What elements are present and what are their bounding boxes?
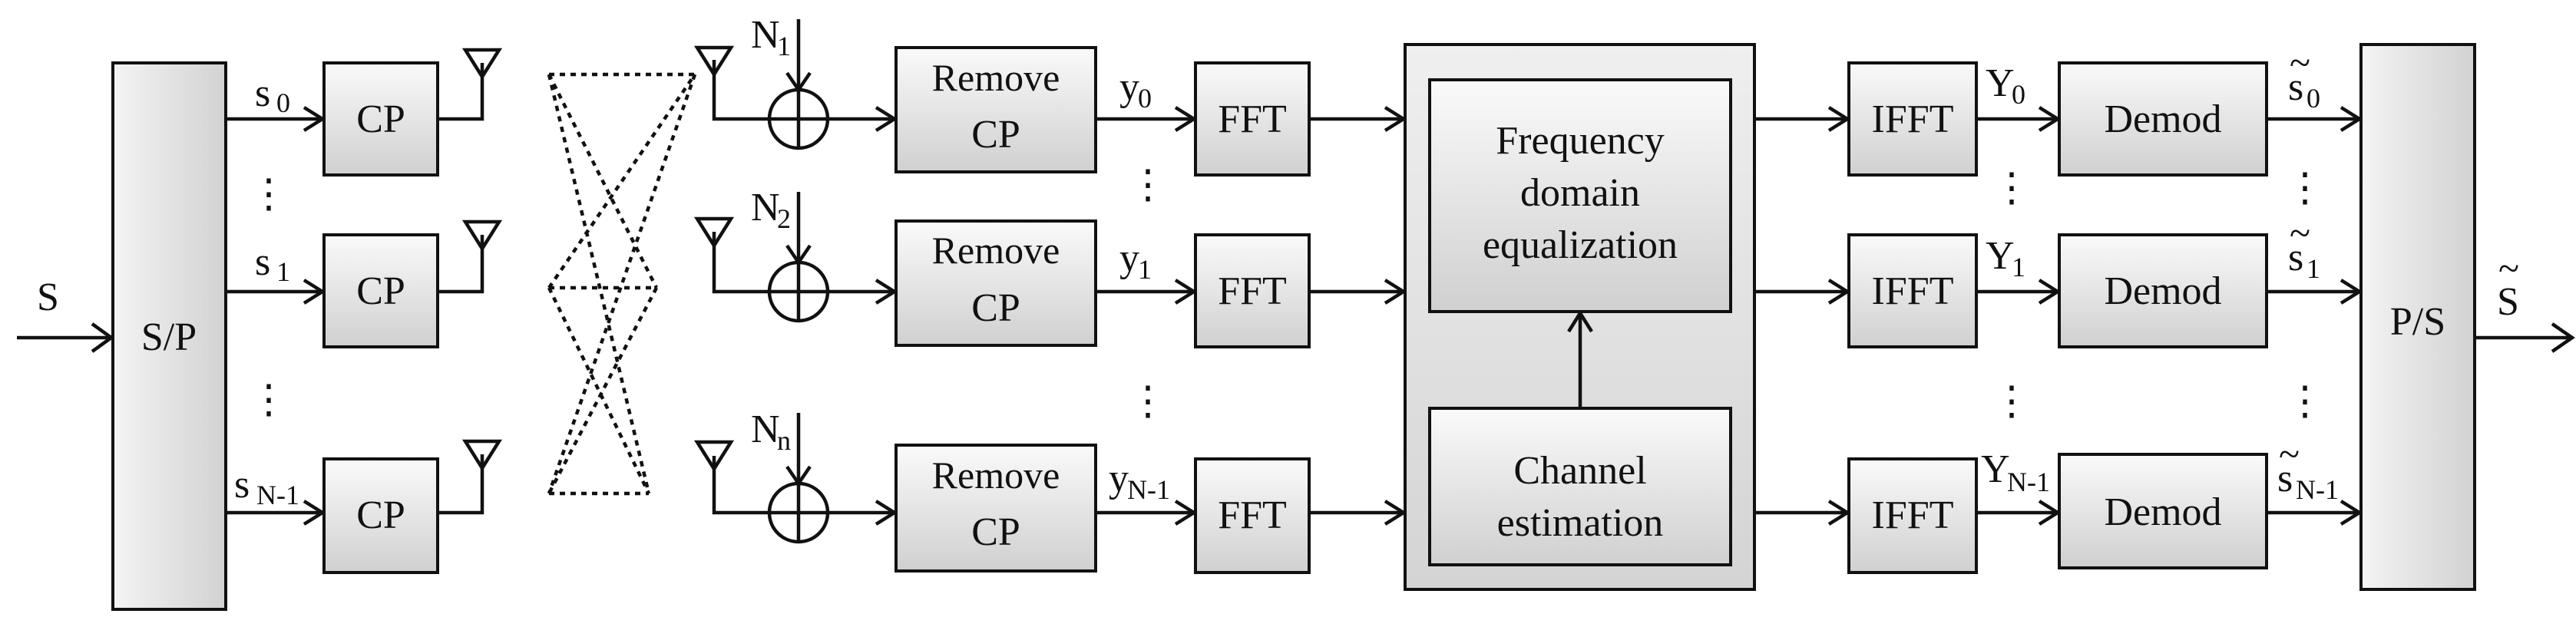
noise-label-0: N [751, 13, 780, 57]
out-s-tilde-2: ~ [2279, 432, 2300, 475]
ifft-block-0: IFFT [1872, 97, 1954, 141]
remove-cp-1-line1: Remove [932, 229, 1060, 272]
out-s-index-0: 0 [2306, 83, 2320, 114]
noise-index-2: n [777, 425, 791, 456]
sp-block: S/P [111, 61, 227, 611]
out-Y-index-0: 0 [2012, 79, 2025, 110]
out-Y-index-2: N-1 [2007, 467, 2050, 497]
tx-branch-0: s 0 CP [226, 48, 503, 177]
out-Y-ellipsis-bottom: ⋮ [1992, 380, 2032, 424]
ifft-block-1: IFFT [1872, 269, 1954, 313]
cp-block-1: CP [356, 269, 405, 313]
rx-y-2: y [1109, 457, 1129, 500]
cp-block-0: CP [356, 97, 405, 141]
out-branch-0: IFFT Y 0 Demod s 0 ~ [1754, 41, 2363, 177]
cp-block-2: CP [356, 493, 405, 537]
mimo-channel [547, 72, 697, 496]
tx-symbol-index-0: 0 [276, 87, 290, 118]
tx-symbol-index-1: 1 [276, 256, 290, 287]
remove-cp-2-line2: CP [971, 510, 1020, 554]
input-signal: S [17, 276, 114, 353]
tx-branch-1: s 1 CP [226, 219, 503, 348]
fde-line2: domain [1520, 171, 1640, 215]
ps-block: P/S [2359, 43, 2476, 591]
noise-label-2: N [751, 408, 780, 451]
equalizer-panel: Frequency domain equalization Channel es… [1404, 43, 1756, 591]
out-s-tilde-0: ~ [2290, 41, 2310, 84]
remove-cp-0-line1: Remove [932, 56, 1060, 99]
remove-cp-1-line2: CP [971, 286, 1020, 330]
demod-block-2: Demod [2104, 490, 2221, 534]
out-branch-1: IFFT Y 1 Demod s 1 ~ [1754, 211, 2363, 348]
rx-ellipsis-bottom: ⋮ [1128, 380, 1168, 424]
remove-cp-2-line1: Remove [932, 454, 1060, 497]
rx-y-index-0: 0 [1138, 83, 1152, 114]
input-signal-label: S [37, 276, 59, 319]
noise-label-1: N [751, 186, 780, 229]
tx-symbol-2: s [234, 463, 250, 507]
demod-block-0: Demod [2104, 97, 2221, 141]
tx-ellipsis-top: ⋮ [249, 173, 289, 216]
output-signal-tilde: ~ [2498, 246, 2519, 289]
fft-block-2: FFT [1218, 493, 1287, 537]
rx-branch-n-1: N n Remove CP y N-1 FFT [693, 408, 1407, 574]
fft-block-0: FFT [1218, 97, 1287, 141]
rx-y-0: y [1119, 65, 1139, 109]
ps-block-label: P/S [2390, 300, 2445, 344]
rx-branch-0: N 1 Remove CP y 0 FFT [693, 13, 1407, 177]
out-s-tilde-1: ~ [2290, 211, 2310, 254]
out-s-2: s [2277, 457, 2293, 500]
noise-index-0: 1 [777, 31, 791, 61]
channel-est-line1: Channel [1513, 449, 1646, 493]
out-Y-ellipsis-top: ⋮ [1992, 167, 2032, 210]
out-s-ellipsis-top: ⋮ [2285, 167, 2325, 210]
output-signal: S ~ [2475, 246, 2575, 353]
tx-symbol-index-2: N-1 [256, 480, 299, 510]
sp-block-label: S/P [141, 315, 197, 359]
out-Y-1: Y [1986, 234, 2015, 278]
out-s-index-2: N-1 [2296, 474, 2339, 505]
out-Y-2: Y [1981, 447, 2010, 491]
demod-block-1: Demod [2104, 269, 2221, 313]
rx-y-index-1: 1 [1138, 254, 1152, 285]
remove-cp-0-line2: CP [971, 113, 1020, 157]
rx-branch-1: N 2 Remove CP y 1 FFT [693, 186, 1407, 348]
out-s-index-1: 1 [2306, 253, 2320, 284]
fde-line3: equalization [1483, 223, 1678, 267]
fde-line1: Frequency [1496, 119, 1664, 163]
tx-symbol-0: s [255, 71, 270, 115]
noise-index-1: 2 [777, 203, 791, 234]
tx-branch-n-1: s N-1 CP [226, 439, 503, 574]
fft-block-1: FFT [1218, 269, 1287, 313]
out-Y-index-1: 1 [2012, 252, 2025, 282]
rx-ellipsis-top: ⋮ [1128, 163, 1168, 207]
tx-ellipsis-bottom: ⋮ [249, 378, 289, 422]
tx-symbol-1: s [255, 240, 270, 284]
out-s-1: s [2288, 236, 2303, 279]
rx-y-1: y [1119, 236, 1139, 280]
out-branch-n-1: IFFT Y N-1 Demod s N-1 ~ [1754, 432, 2363, 574]
ifft-block-2: IFFT [1872, 493, 1954, 537]
out-s-ellipsis-bottom: ⋮ [2285, 380, 2325, 424]
channel-est-line2: estimation [1497, 501, 1664, 545]
output-signal-label: S [2497, 280, 2519, 324]
rx-y-index-2: N-1 [1127, 474, 1170, 505]
out-s-0: s [2288, 65, 2303, 109]
out-Y-0: Y [1986, 61, 2015, 105]
